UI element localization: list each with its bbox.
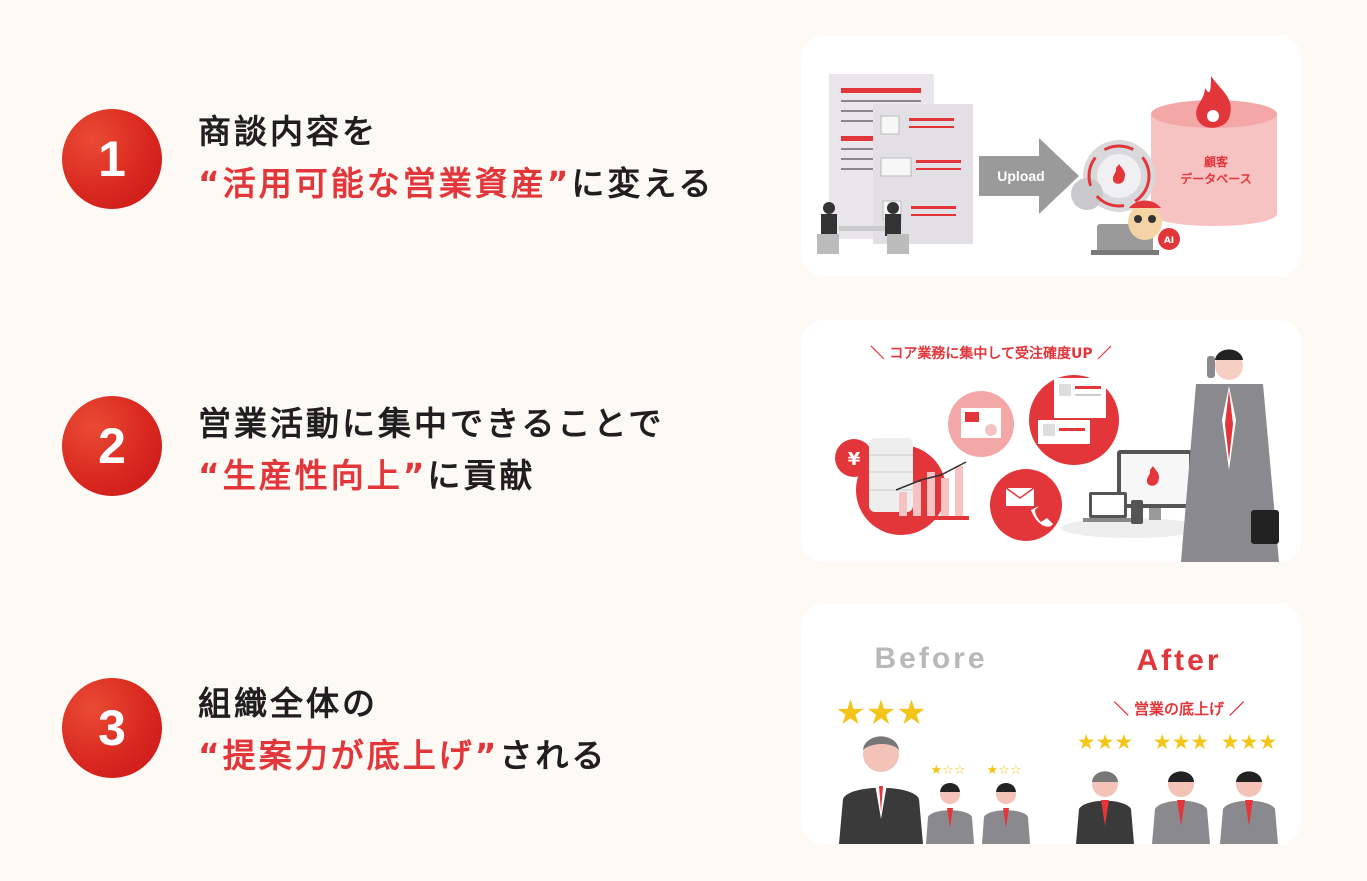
- before-small-stars-1: ★☆☆: [931, 763, 966, 778]
- database-label-1: 顧客: [1204, 154, 1229, 169]
- heading-line-1: 商談内容を: [198, 112, 378, 151]
- heading-suffix: に貢献: [427, 456, 536, 495]
- heading-line-1: 営業活動に集中できることで: [198, 404, 665, 443]
- flame-icon: [1196, 76, 1231, 128]
- after-stars-1: ★★★: [1077, 730, 1133, 754]
- feature-heading: 営業活動に集中できることで “生産性向上”に貢献: [198, 398, 664, 502]
- illustration-card-upload: Upload 顧客 データベース: [801, 36, 1301, 276]
- mail-phone-icon: [990, 469, 1062, 541]
- heading-highlight: “生産性向上”: [198, 456, 428, 495]
- after-stars-3: ★★★: [1221, 730, 1277, 754]
- feature-row-3: 3 組織全体の “提案力が底上げ”される Before After ＼ 営業の底…: [0, 598, 1367, 858]
- after-label: After: [1136, 644, 1221, 677]
- illustration-card-productivity: ＼ コア業務に集中して受注確度UP ／ ¥: [801, 320, 1301, 562]
- feature-heading: 商談内容を “活用可能な営業資産”に変える: [198, 106, 714, 210]
- senior-salesperson-icon: [1076, 771, 1134, 844]
- heading-highlight: “活用可能な営業資産”: [198, 164, 572, 203]
- senior-salesperson-icon: [839, 736, 923, 844]
- productivity-caption: ＼ コア業務に集中して受注確度UP ／: [871, 345, 1112, 362]
- productivity-illustration: ＼ コア業務に集中して受注確度UP ／ ¥: [835, 345, 1279, 562]
- documents-icon: [829, 74, 973, 244]
- profile-card-icon: [1029, 375, 1119, 465]
- businessman-icon: [1181, 349, 1279, 562]
- step-number-badge: 3: [62, 678, 162, 778]
- heading-suffix: される: [499, 736, 608, 775]
- before-small-stars-2: ★☆☆: [987, 763, 1022, 778]
- upload-illustration: Upload 顧客 データベース: [817, 74, 1277, 255]
- heading-line-2: “提案力が底上げ”される: [198, 730, 607, 782]
- yen-label: ¥: [848, 449, 861, 470]
- devices-icon: [1061, 450, 1201, 538]
- owl-mascot-icon: [1128, 200, 1162, 240]
- upload-label: Upload: [997, 168, 1044, 184]
- chart-icon: [856, 438, 969, 535]
- junior-salesperson-icon: [926, 783, 974, 844]
- database-label-2: データベース: [1180, 171, 1251, 186]
- upload-arrow-icon: [979, 138, 1079, 214]
- ai-label: AI: [1164, 236, 1174, 246]
- heading-line-2: “活用可能な営業資産”に変える: [198, 158, 714, 210]
- ai-badge: [1158, 228, 1180, 250]
- before-label: Before: [874, 642, 987, 675]
- heading-line-1: 組織全体の: [198, 684, 378, 723]
- meeting-people-icon: [817, 202, 909, 254]
- feature-row-1: 1 商談内容を “活用可能な営業資産”に変える: [0, 28, 1367, 288]
- heading-line-2: “生産性向上”に貢献: [198, 450, 664, 502]
- salesperson-icon: [1152, 771, 1210, 844]
- heading-highlight: “提案力が底上げ”: [198, 736, 500, 775]
- illustration-card-before-after: Before After ＼ 営業の底上げ ／ ★★★ ★☆☆ ★☆☆ ★★★ …: [801, 604, 1301, 844]
- report-icon: [948, 391, 1014, 457]
- feature-row-2: 2 営業活動に集中できることで “生産性向上”に貢献 ＼ コア業務に集中して受注…: [0, 318, 1367, 578]
- feature-heading: 組織全体の “提案力が底上げ”される: [198, 678, 607, 782]
- salesperson-icon: [1220, 771, 1278, 844]
- junior-salesperson-icon: [982, 783, 1030, 844]
- heading-suffix: に変える: [571, 164, 715, 203]
- step-number-badge: 2: [62, 396, 162, 496]
- before-big-stars: ★★★: [835, 693, 926, 733]
- after-caption: ＼ 営業の底上げ ／: [1114, 700, 1244, 718]
- before-after-illustration: Before After ＼ 営業の底上げ ／ ★★★ ★☆☆ ★☆☆ ★★★ …: [835, 642, 1278, 844]
- step-number-badge: 1: [62, 109, 162, 209]
- gear-icon: [1071, 140, 1155, 212]
- after-stars-2: ★★★: [1153, 730, 1209, 754]
